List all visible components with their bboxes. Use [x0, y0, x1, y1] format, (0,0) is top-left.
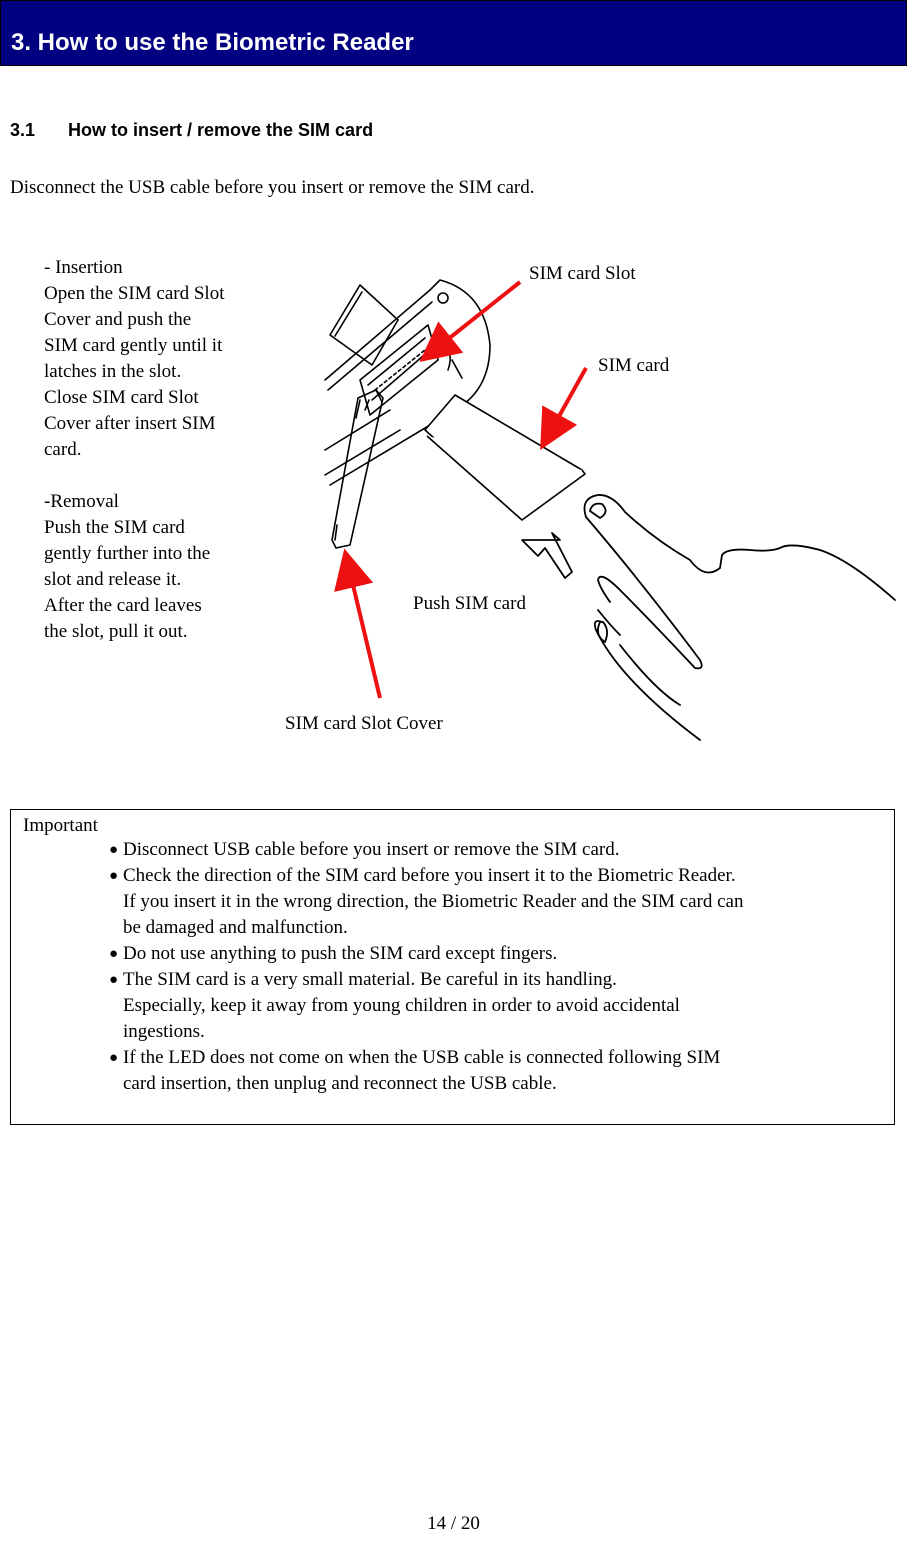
chapter-header-bar: 3. How to use the Biometric Reader: [0, 0, 907, 66]
insertion-line: card.: [44, 439, 82, 460]
important-item-line: be damaged and malfunction.: [123, 917, 348, 938]
sim-card-drawing: [424, 394, 586, 521]
removal-line: Push the SIM card: [44, 517, 185, 538]
important-item: ● The SIM card is a very small material.…: [109, 967, 883, 1045]
important-item-line: If the LED does not come on when the USB…: [123, 1047, 721, 1068]
important-item-line: card insertion, then unplug and reconnec…: [123, 1073, 557, 1094]
removal-line: After the card leaves: [44, 595, 202, 616]
removal-line: gently further into the: [44, 543, 211, 564]
important-item: ● Do not use anything to push the SIM ca…: [109, 941, 883, 967]
instructions-column: - Insertion Open the SIM card Slot Cover…: [44, 255, 274, 645]
important-item-line: Disconnect USB cable before you insert o…: [123, 839, 620, 860]
slot-label: SIM card Slot: [529, 263, 636, 284]
removal-line: slot and release it.: [44, 569, 182, 590]
card-callout-arrow: [540, 367, 588, 450]
important-item-line: Especially, keep it away from young chil…: [123, 995, 680, 1016]
bullet-icon: ●: [109, 842, 119, 858]
section-title: 3.1 How to insert / remove the SIM card: [10, 118, 373, 142]
important-item: ● Check the direction of the SIM card be…: [109, 863, 883, 941]
insertion-line: latches in the slot.: [44, 361, 182, 382]
bullet-icon: ●: [109, 868, 119, 884]
insertion-line: Cover after insert SIM: [44, 413, 216, 434]
bullet-icon: ●: [109, 946, 119, 962]
insertion-line: SIM card gently until it: [44, 335, 223, 356]
push-arrow-icon: [521, 532, 573, 579]
slot-callout-arrow: [419, 280, 522, 362]
callout-arrows: [334, 280, 588, 699]
important-item: ● Disconnect USB cable before you insert…: [109, 837, 883, 863]
important-item: ● If the LED does not come on when the U…: [109, 1045, 883, 1097]
important-item-line: If you insert it in the wrong direction,…: [123, 891, 744, 912]
illustration-drawing: [324, 279, 896, 741]
insertion-line: Cover and push the: [44, 309, 192, 330]
important-list: ● Disconnect USB cable before you insert…: [109, 837, 883, 1097]
cover-callout-arrow: [334, 548, 382, 699]
section-number: 3.1: [10, 120, 36, 140]
paragraph-gap: [44, 463, 274, 489]
important-notice-box: Important ● Disconnect USB cable before …: [10, 809, 895, 1125]
insertion-line: Open the SIM card Slot: [44, 283, 225, 304]
important-item-line: The SIM card is a very small material. B…: [123, 969, 617, 990]
bullet-icon: ●: [109, 1050, 119, 1066]
page-number: 14 / 20: [427, 1513, 480, 1534]
chapter-title: 3. How to use the Biometric Reader: [11, 29, 414, 56]
push-sim-card-label: Push SIM card: [413, 593, 526, 614]
sim-card-label: SIM card: [598, 355, 670, 376]
important-title: Important: [23, 815, 98, 836]
insertion-line: Close SIM card Slot: [44, 387, 199, 408]
removal-line: the slot, pull it out.: [44, 621, 188, 642]
sim-insertion-illustration: SIM card Slot SIM card Push SIM card SIM…: [280, 250, 907, 750]
important-item-line: Do not use anything to push the SIM card…: [123, 943, 558, 964]
important-item-line: ingestions.: [123, 1021, 205, 1042]
important-item-line: Check the direction of the SIM card befo…: [123, 865, 736, 886]
slot-cover-label: SIM card Slot Cover: [285, 713, 443, 734]
removal-heading: -Removal: [44, 491, 119, 512]
finger-drawing: [583, 494, 896, 741]
insertion-heading: - Insertion: [44, 257, 123, 278]
bullet-icon: ●: [109, 972, 119, 988]
intro-paragraph: Disconnect the USB cable before you inse…: [10, 177, 535, 198]
section-heading: How to insert / remove the SIM card: [68, 120, 374, 140]
